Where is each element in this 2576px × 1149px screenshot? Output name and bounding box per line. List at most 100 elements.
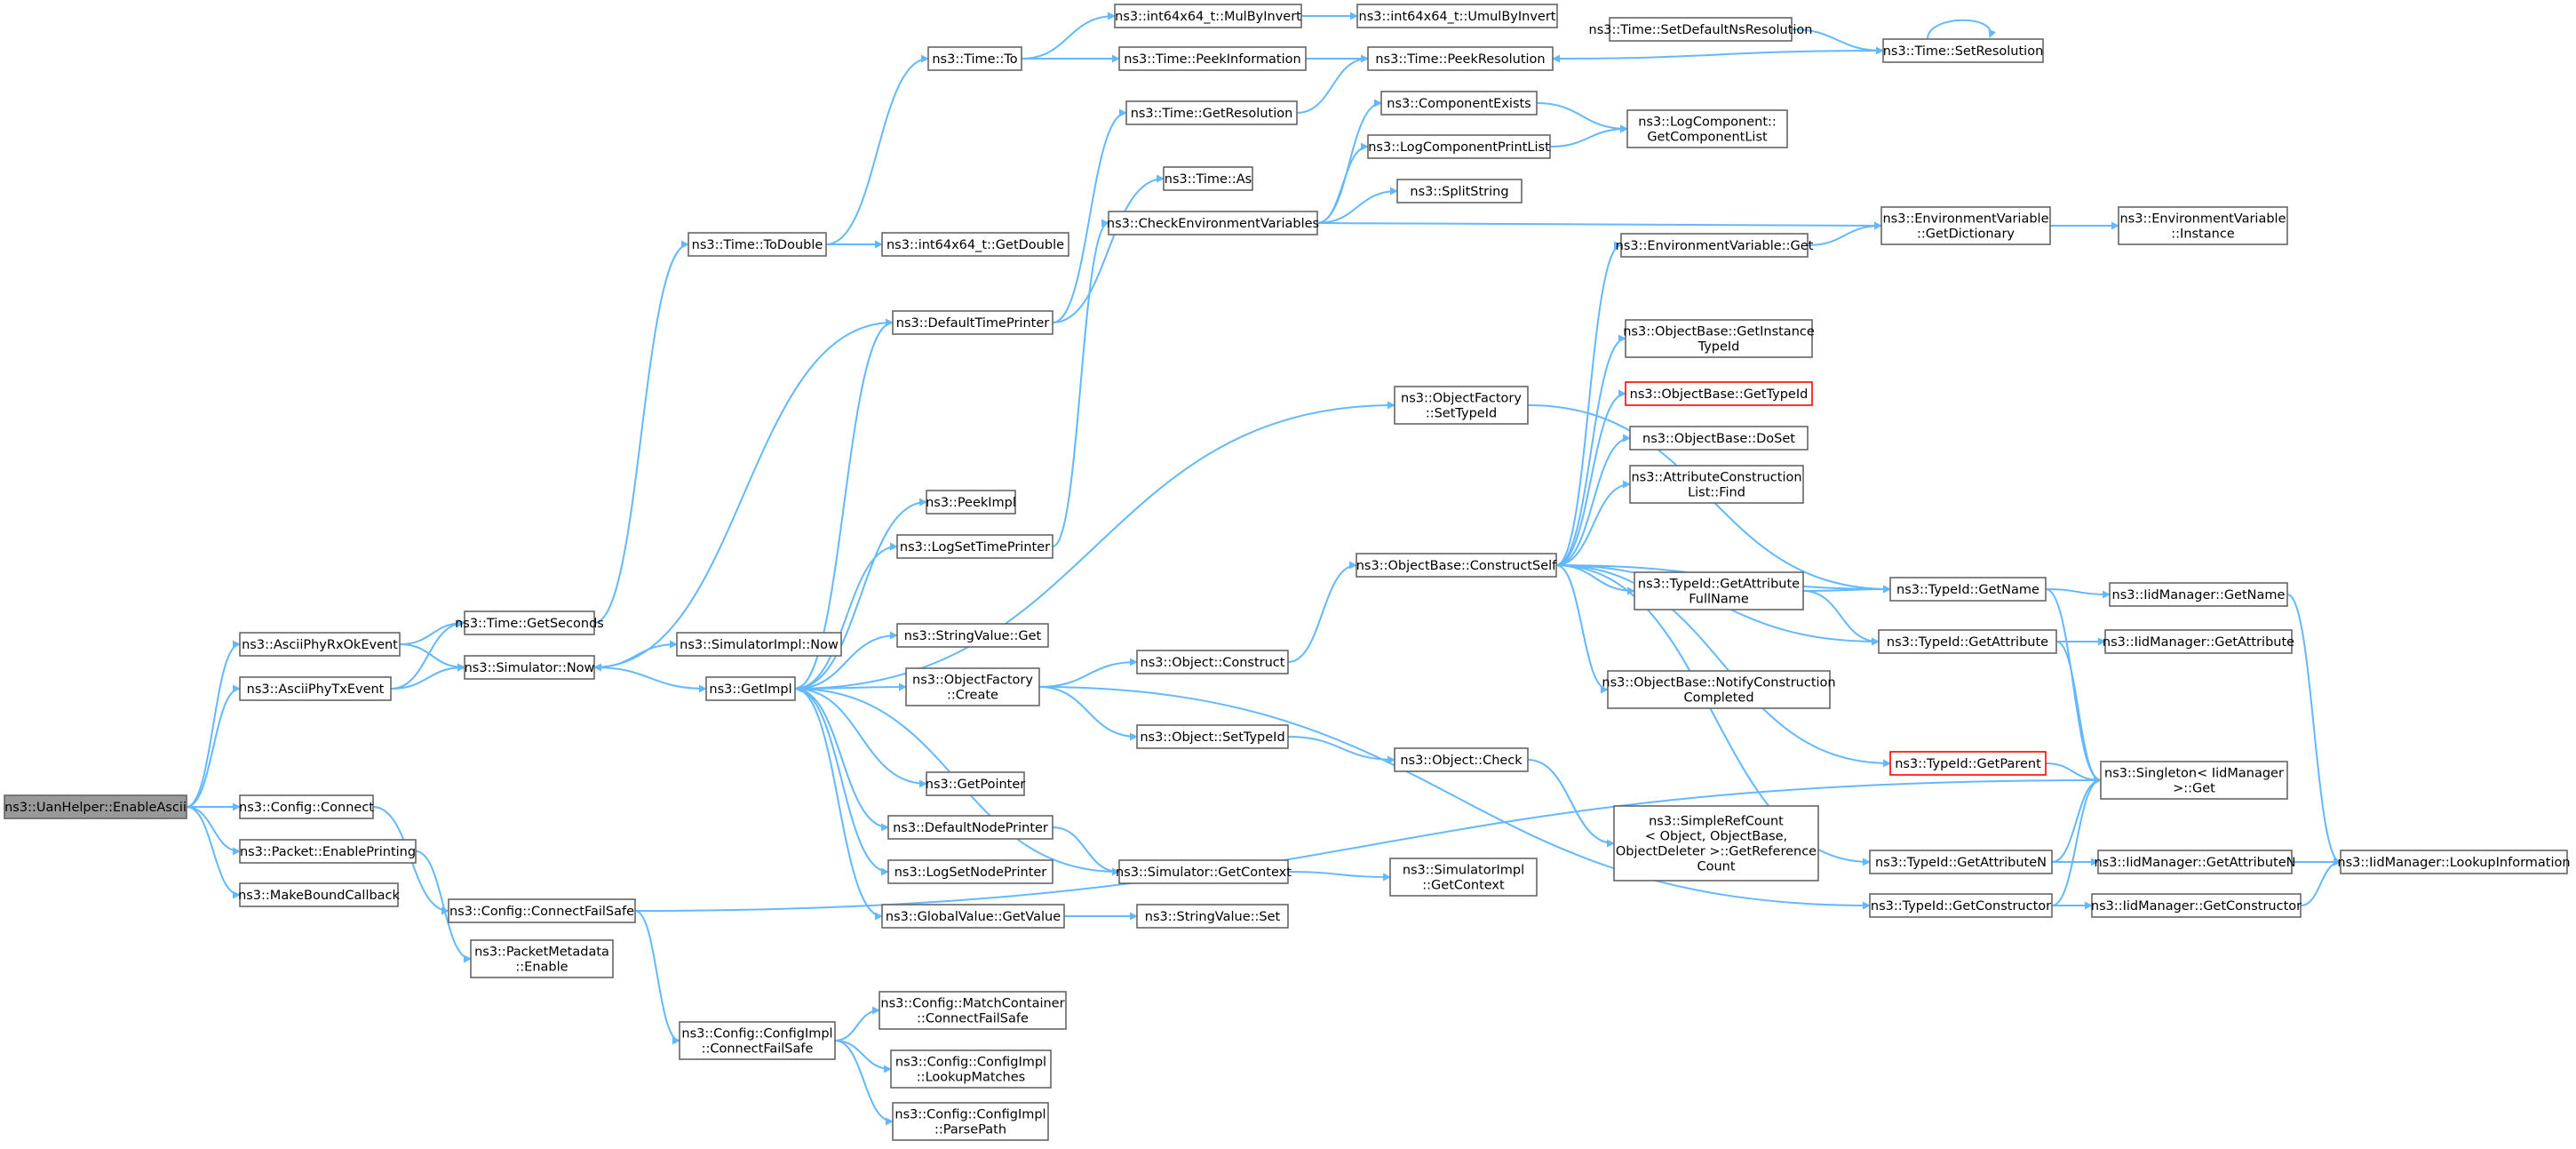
node-objConstruct[interactable]: ns3::Object::Construct <box>1136 650 1289 674</box>
node-getImpl[interactable]: ns3::GetImpl <box>705 676 796 701</box>
edge-objBaseConstructSelf-to-envVarGet <box>1555 241 1622 566</box>
node-box <box>1118 859 1289 884</box>
node-tidGetConstructor[interactable]: ns3::TypeId::GetConstructor <box>1869 893 2053 918</box>
node-defNodePrinter[interactable]: ns3::DefaultNodePrinter <box>887 815 1053 840</box>
node-tidGetAttribute[interactable]: ns3::TypeId::GetAttribute <box>1878 629 2057 654</box>
node-getPointer[interactable]: ns3::GetPointer <box>926 771 1026 796</box>
node-envVarInstance[interactable]: ns3::EnvironmentVariable::Instance <box>2118 206 2288 245</box>
node-getSeconds[interactable]: ns3::Time::GetSeconds <box>455 610 604 635</box>
node-box <box>1367 46 1554 71</box>
node-logCompGetList[interactable]: ns3::LogComponent::GetComponentList <box>1626 109 1788 148</box>
node-cfgLookupMatches[interactable]: ns3::Config::ConfigImpl::LookupMatches <box>890 1049 1052 1089</box>
node-tidGetName[interactable]: ns3::TypeId::GetName <box>1889 577 2047 602</box>
node-umulByInvert[interactable]: ns3::int64x64_t::UmulByInvert <box>1356 4 1558 28</box>
node-box <box>1136 650 1289 674</box>
node-logCompPrintList[interactable]: ns3::LogComponentPrintList <box>1367 134 1551 159</box>
node-timeAs[interactable]: ns3::Time::As <box>1163 166 1253 191</box>
node-logSetNodePrinter[interactable]: ns3::LogSetNodePrinter <box>887 859 1053 884</box>
node-label: ::ParsePath <box>934 1123 1006 1137</box>
node-int64GetDouble[interactable]: ns3::int64x64_t::GetDouble <box>881 232 1069 257</box>
node-simImplNow[interactable]: ns3::SimulatorImpl::Now <box>676 632 842 657</box>
node-makeBound[interactable]: ns3::MakeBoundCallback <box>238 882 401 907</box>
edge-getSeconds-to-toDouble <box>593 240 689 624</box>
node-box <box>1163 166 1253 191</box>
node-envVarGetDict[interactable]: ns3::EnvironmentVariable::GetDictionary <box>1880 206 2051 245</box>
node-strValGet[interactable]: ns3::StringValue::Get <box>896 623 1049 648</box>
node-label: ::ConnectFailSafe <box>917 1012 1029 1026</box>
node-box <box>1880 206 2051 245</box>
node-label: ns3::Packet::EnablePrinting <box>240 845 416 859</box>
node-setDefaultNsRes[interactable]: ns3::Time::SetDefaultNsResolution <box>1589 17 1813 42</box>
node-objCheck[interactable]: ns3::Object::Check <box>1394 747 1529 772</box>
node-label: ns3::SimpleRefCount <box>1649 815 1784 829</box>
node-getResolution[interactable]: ns3::Time::GetResolution <box>1125 100 1298 125</box>
node-objBaseDoSet[interactable]: ns3::ObjectBase::DoSet <box>1629 426 1809 451</box>
node-tidGetAttributeN[interactable]: ns3::TypeId::GetAttributeN <box>1869 850 2053 874</box>
node-pktMetaEnable[interactable]: ns3::PacketMetadata::Enable <box>470 939 614 978</box>
node-defTimePrinter[interactable]: ns3::DefaultTimePrinter <box>892 310 1053 335</box>
node-singletonGet[interactable]: ns3::Singleton< IidManager>::Get <box>2100 761 2288 800</box>
node-iidGetName[interactable]: ns3::IidManager::GetName <box>2109 582 2288 607</box>
node-checkEnvVars[interactable]: ns3::CheckEnvironmentVariables <box>1107 211 1319 235</box>
node-objBaseConstructSelf[interactable]: ns3::ObjectBase::ConstructSelf <box>1356 553 1557 578</box>
node-tidGetParent[interactable]: ns3::TypeId::GetParent <box>1889 751 2047 776</box>
node-envVarGet[interactable]: ns3::EnvironmentVariable::Get <box>1616 233 1814 258</box>
node-box <box>892 310 1053 335</box>
node-iidGetAttributeN[interactable]: ns3::IidManager::GetAttributeN <box>2094 850 2296 874</box>
node-cfgParsePath[interactable]: ns3::Config::ConfigImpl::ParsePath <box>892 1102 1049 1141</box>
node-label: ns3::LogComponentPrintList <box>1368 140 1550 155</box>
node-peekResolution[interactable]: ns3::Time::PeekResolution <box>1367 46 1554 71</box>
node-label: ns3::TypeId::GetConstructor <box>1871 899 2051 914</box>
node-label: ns3::TypeId::GetAttribute <box>1887 635 2048 650</box>
node-cfgConnect[interactable]: ns3::Config::Connect <box>239 794 374 819</box>
node-cfgMatchConnFS[interactable]: ns3::Config::MatchContainer::ConnectFail… <box>879 991 1067 1030</box>
edge-tidGetConstructor-to-singletonGet <box>2051 776 2102 906</box>
node-cfgConnFS[interactable]: ns3::Config::ConnectFailSafe <box>448 898 636 923</box>
node-asciiTx[interactable]: ns3::AsciiPhyTxEvent <box>239 676 392 701</box>
node-objSetTypeId[interactable]: ns3::Object::SetTypeId <box>1136 724 1289 749</box>
node-objBaseGetTypeId[interactable]: ns3::ObjectBase::GetTypeId <box>1625 381 1813 406</box>
node-objBaseNotify[interactable]: ns3::ObjectBase::NotifyConstructionCompl… <box>1602 670 1836 709</box>
node-setResolution[interactable]: ns3::Time::SetResolution <box>1882 38 2044 63</box>
node-simpleRefCount[interactable]: ns3::SimpleRefCount< Object, ObjectBase,… <box>1613 805 1819 882</box>
node-timeTo[interactable]: ns3::Time::To <box>927 46 1022 71</box>
node-box <box>1108 211 1318 235</box>
node-label: ns3::Object::Check <box>1400 754 1523 768</box>
node-pktEnable[interactable]: ns3::Packet::EnablePrinting <box>239 839 417 864</box>
node-asciiRx[interactable]: ns3::AsciiPhyRxOkEvent <box>239 632 401 657</box>
edge-setResolution-to-setResolution <box>1927 19 1997 40</box>
node-label: ns3::TypeId::GetName <box>1896 583 2039 597</box>
node-mulByInvert[interactable]: ns3::int64x64_t::MulByInvert <box>1114 4 1302 28</box>
node-peekImpl[interactable]: ns3::PeekImpl <box>926 490 1016 515</box>
node-iidLookupInfo[interactable]: ns3::IidManager::LookupInformation <box>2337 850 2571 874</box>
node-simGetContext[interactable]: ns3::Simulator::GetContext <box>1116 859 1292 884</box>
edge-cfgImplConnFS-to-cfgParsePath <box>834 1040 894 1126</box>
node-box <box>239 794 374 819</box>
node-simImplGetContext[interactable]: ns3::SimulatorImpl::GetContext <box>1389 858 1538 897</box>
node-objFactSetTypeId[interactable]: ns3::ObjectFactory::SetTypeId <box>1394 386 1529 425</box>
node-simNow[interactable]: ns3::Simulator::Now <box>464 655 595 680</box>
node-root[interactable]: ns3::UanHelper::EnableAscii <box>4 794 187 819</box>
edge-logCompPrintList-to-logCompGetList <box>1549 124 1628 148</box>
node-logSetTimePrinter[interactable]: ns3::LogSetTimePrinter <box>896 534 1053 559</box>
node-box <box>887 815 1053 840</box>
node-iidGetConstructor[interactable]: ns3::IidManager::GetConstructor <box>2091 893 2302 918</box>
node-toDouble[interactable]: ns3::Time::ToDouble <box>688 232 827 257</box>
node-box <box>879 991 1067 1030</box>
node-cfgImplConnFS[interactable]: ns3::Config::ConfigImpl::ConnectFailSafe <box>679 1021 836 1060</box>
node-compExists[interactable]: ns3::ComponentExists <box>1380 91 1538 116</box>
node-label: ns3::CheckEnvironmentVariables <box>1107 217 1319 231</box>
node-label: ns3::Time::SetResolution <box>1883 44 2044 59</box>
node-splitString[interactable]: ns3::SplitString <box>1396 179 1523 203</box>
node-strValSet[interactable]: ns3::StringValue::Set <box>1136 904 1289 929</box>
node-peekInfo[interactable]: ns3::Time::PeekInformation <box>1118 46 1307 71</box>
node-objFactCreate[interactable]: ns3::ObjectFactory::Create <box>905 667 1040 706</box>
node-box <box>688 232 827 257</box>
node-iidGetAttribute[interactable]: ns3::IidManager::GetAttribute <box>2103 629 2294 654</box>
node-label: ns3::ObjectFactory <box>912 674 1033 688</box>
node-globalValGet[interactable]: ns3::GlobalValue::GetValue <box>881 904 1065 929</box>
